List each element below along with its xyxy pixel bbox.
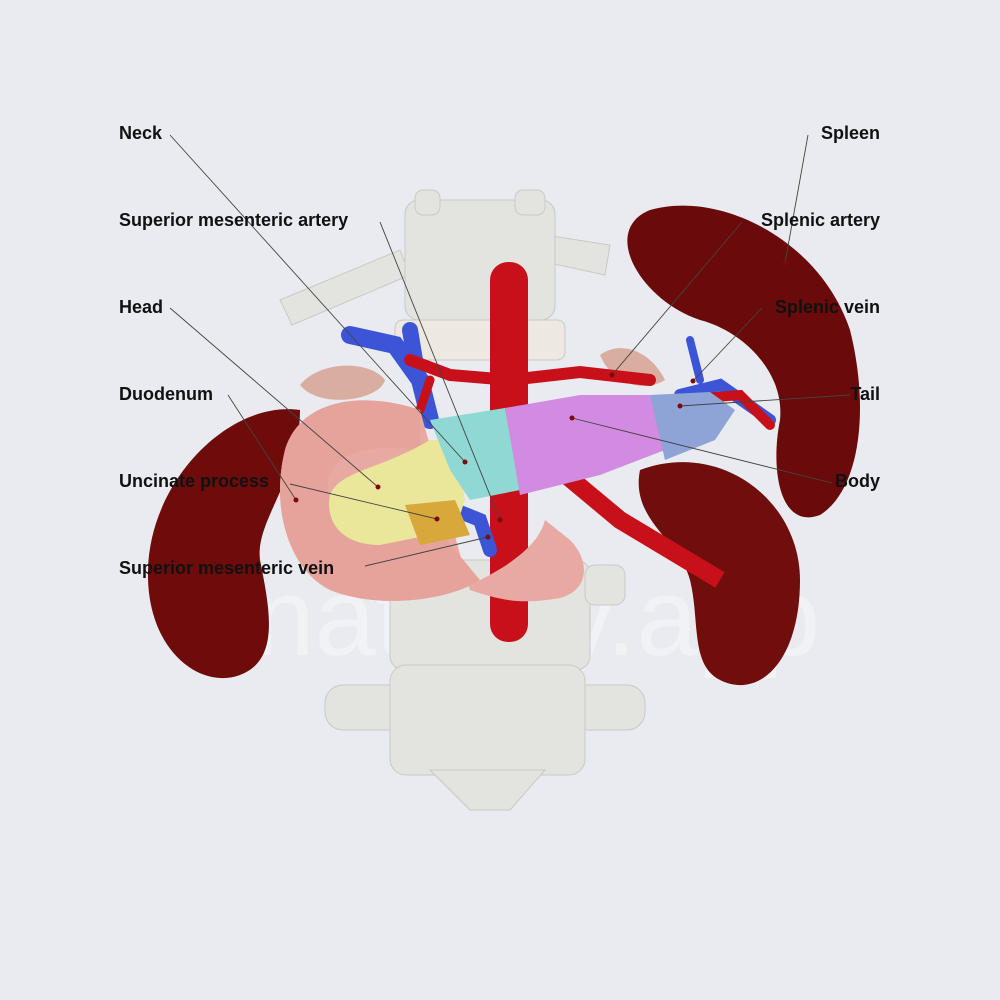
uncinate-process-region: [405, 500, 470, 545]
label-splenic-artery: Splenic artery: [760, 210, 880, 230]
label-uncinate-process: Uncinate process: [119, 471, 270, 491]
label-superior-mesenteric-artery: Superior mesenteric artery: [119, 210, 349, 230]
adrenal-gland: [300, 365, 385, 400]
label-superior-mesenteric-vein: Superior mesenteric vein: [119, 558, 335, 578]
label-duodenum: Duodenum: [119, 384, 213, 404]
label-dots: [293, 260, 788, 540]
pancreas-neck: [430, 408, 520, 500]
spleen-organ: [627, 205, 860, 518]
leader-lines: [169, 134, 851, 567]
label-head: Head: [119, 297, 164, 317]
label-neck: Neck: [119, 123, 163, 143]
pancreas-tail: [650, 392, 735, 460]
renal-artery: [554, 463, 725, 588]
pancreas-body: [505, 395, 665, 495]
label-splenic-vein: Splenic vein: [774, 297, 880, 317]
label-body: Body: [835, 471, 880, 491]
label-tail: Tail: [850, 384, 880, 404]
label-spleen: Spleen: [820, 123, 880, 143]
right-kidney: [147, 409, 300, 679]
